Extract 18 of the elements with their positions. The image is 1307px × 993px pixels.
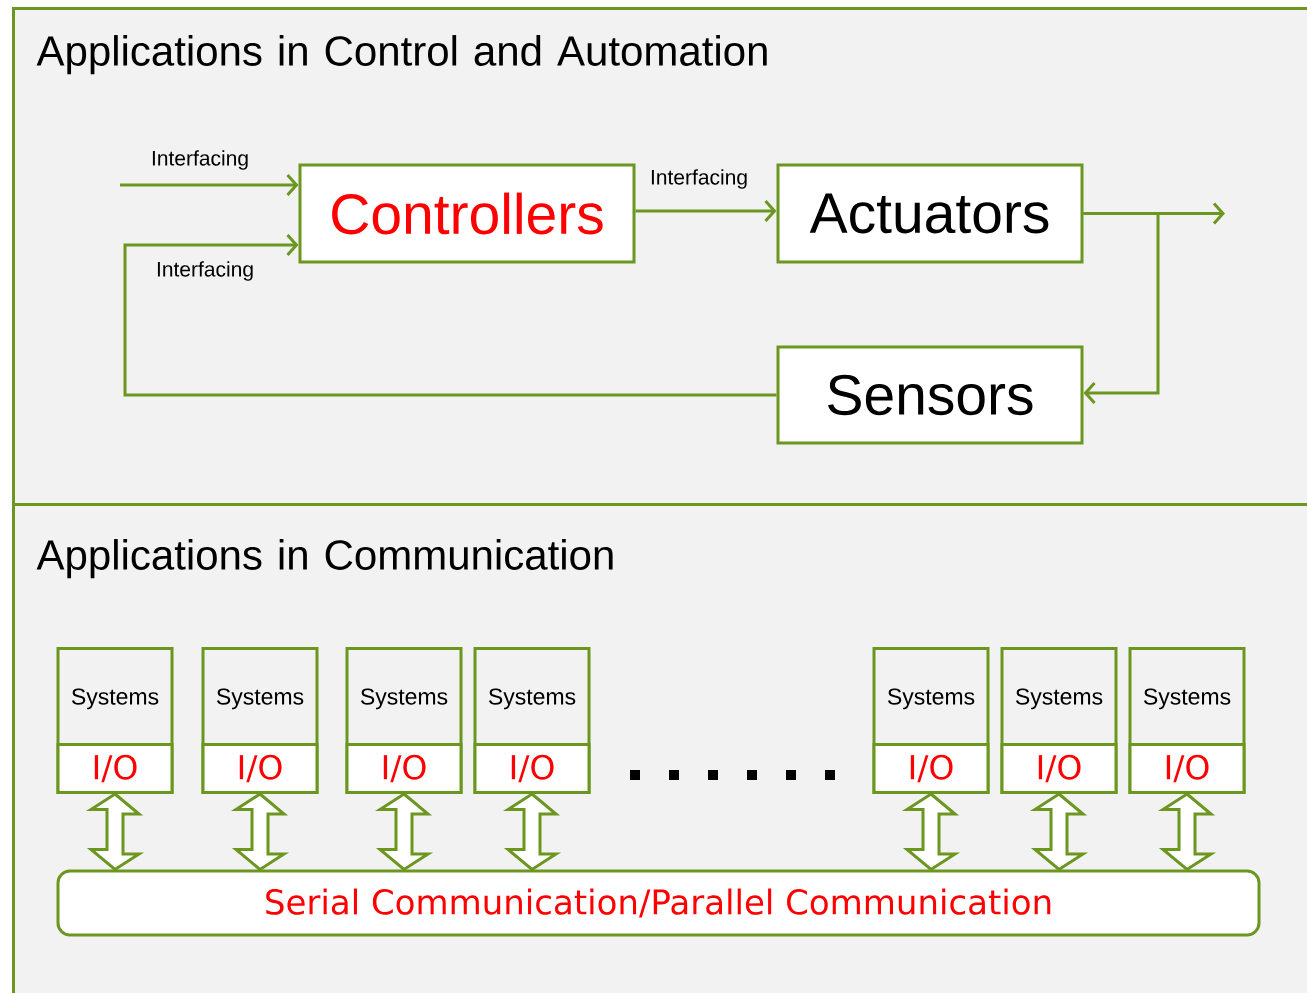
edge-label: Interfacing [157, 261, 253, 281]
arrow [1083, 212, 1160, 404]
io-box: I/O [56, 743, 174, 794]
io-box: I/O [201, 743, 319, 794]
arrow [120, 174, 299, 196]
io-box: I/O [473, 743, 591, 794]
io-box: I/O [872, 743, 990, 794]
arrow [123, 234, 777, 397]
edge-label: Interfacing [651, 169, 747, 189]
arrow [635, 200, 777, 222]
block-box: Sensors [776, 345, 1084, 445]
bus-box: Serial Communication/Parallel Communication [56, 869, 1261, 937]
block-box: Actuators [776, 163, 1084, 264]
edge-label: Interfacing [152, 150, 248, 170]
io-box: I/O [1128, 743, 1246, 794]
io-box: I/O [345, 743, 463, 794]
io-box: I/O [1000, 743, 1118, 794]
block-box: Controllers [298, 163, 636, 264]
